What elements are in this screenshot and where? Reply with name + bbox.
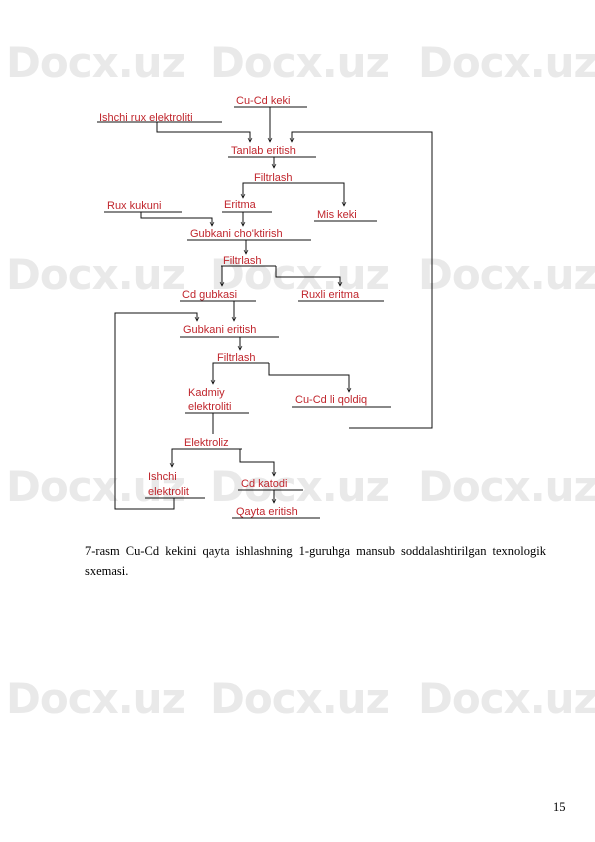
node-label: Mis keki [317, 209, 357, 221]
watermark-text: Docx.uz [418, 674, 595, 723]
node-label: Ruxli eritma [301, 289, 360, 301]
node-label: Qayta eritish [236, 506, 298, 518]
page-number: 15 [553, 800, 566, 814]
node-label-line1: Ishchi [148, 471, 177, 483]
node-label: Cu-Cd keki [236, 95, 290, 107]
node-label: Filtrlash [254, 172, 293, 184]
node-kadmiy-elektroliti: Kadmiy elektroliti [185, 387, 249, 414]
node-label: Cu-Cd li qoldiq [295, 394, 367, 406]
node-filtrlash-3: Filtrlash [214, 352, 269, 364]
arrow-zincdust-to-cementation [140, 212, 212, 226]
arrow-filter1-to-solution [243, 182, 274, 198]
arrow-electrolyte-to-leach [156, 122, 250, 142]
arrow-filter1-to-copper [274, 182, 344, 206]
node-tanlab-eritish: Tanlab eritish [228, 145, 316, 158]
node-label-line2: elektroliti [188, 401, 231, 413]
arrow-electrolysis-to-cathode [239, 449, 274, 476]
node-eritma: Eritma [222, 199, 272, 213]
arrow-filter2-to-zincsolution [275, 266, 340, 286]
node-elektroliz: Elektroliz [180, 437, 242, 450]
arrow-electrolysis-to-electrolyte [172, 448, 180, 467]
process-flowchart: Cu-Cd keki Ishchi rux elektroliti Tanlab… [97, 95, 433, 519]
node-label-line1: Kadmiy [188, 387, 225, 399]
watermark-text: Docx.uz [6, 38, 186, 87]
node-filtrlash-1: Filtrlash [252, 172, 304, 184]
node-cu-cd-qoldiq: Cu-Cd li qoldiq [292, 394, 391, 408]
node-label: Eritma [224, 199, 257, 211]
watermark-text: Docx.uz [210, 38, 390, 87]
watermark-text: Docx.uz [6, 462, 186, 511]
arrow-filter3-to-residue [268, 363, 349, 392]
node-mis-keki: Mis keki [314, 209, 377, 222]
node-label: Filtrlash [217, 352, 256, 364]
arrow-filter3-to-cd-electrolyte [213, 362, 240, 384]
node-cd-katodi: Cd katodi [238, 478, 303, 491]
watermark-text: Docx.uz [6, 674, 186, 723]
watermark-text: Docx.uz [210, 462, 390, 511]
node-qayta-eritish: Qayta eritish [232, 506, 320, 519]
node-gubkani-chiktirish: Gubkani cho'ktirish [187, 228, 311, 241]
watermark-text: Docx.uz [210, 674, 390, 723]
node-label: Gubkani eritish [183, 324, 256, 336]
watermark-text: Docx.uz [418, 38, 595, 87]
node-filtrlash-2: Filtrlash [221, 255, 276, 267]
node-rux-kukuni: Rux kukuni [104, 200, 182, 213]
node-label: Gubkani cho'ktirish [190, 228, 283, 240]
node-ruxli-eritma: Ruxli eritma [298, 289, 384, 302]
node-label: Rux kukuni [107, 200, 161, 212]
arrow-electrolyte-recycle [114, 312, 197, 510]
watermark-text: Docx.uz [6, 250, 186, 299]
node-cu-cd-keki: Cu-Cd keki [234, 95, 307, 108]
node-label: Tanlab eritish [231, 145, 296, 157]
node-ishchi-rux-elektroliti: Ishchi rux elektroliti [97, 112, 222, 124]
watermark-text: Docx.uz [418, 462, 595, 511]
node-label: Cd katodi [241, 478, 287, 490]
node-label: Cd gubkasi [182, 289, 237, 301]
node-label-line2: elektrolit [148, 486, 189, 498]
node-ishchi-elektrolit: Ishchi elektrolit [145, 471, 205, 499]
flow-connectors [114, 107, 433, 510]
node-label: Filtrlash [223, 255, 262, 267]
node-gubkani-eritish: Gubkani eritish [180, 324, 279, 338]
node-label: Elektroliz [184, 437, 229, 449]
node-label: Ishchi rux elektroliti [99, 112, 193, 124]
watermark-text: Docx.uz [210, 250, 390, 299]
arrow-filter2-to-sponge [222, 265, 246, 286]
watermark-text: Docx.uz [418, 250, 595, 299]
figure-caption: 7-rasm Cu-Cd kekini qayta ishlashning 1-… [85, 544, 546, 578]
node-cd-gubkasi: Cd gubkasi [180, 289, 256, 302]
arrow-residue-recycle [292, 131, 433, 429]
